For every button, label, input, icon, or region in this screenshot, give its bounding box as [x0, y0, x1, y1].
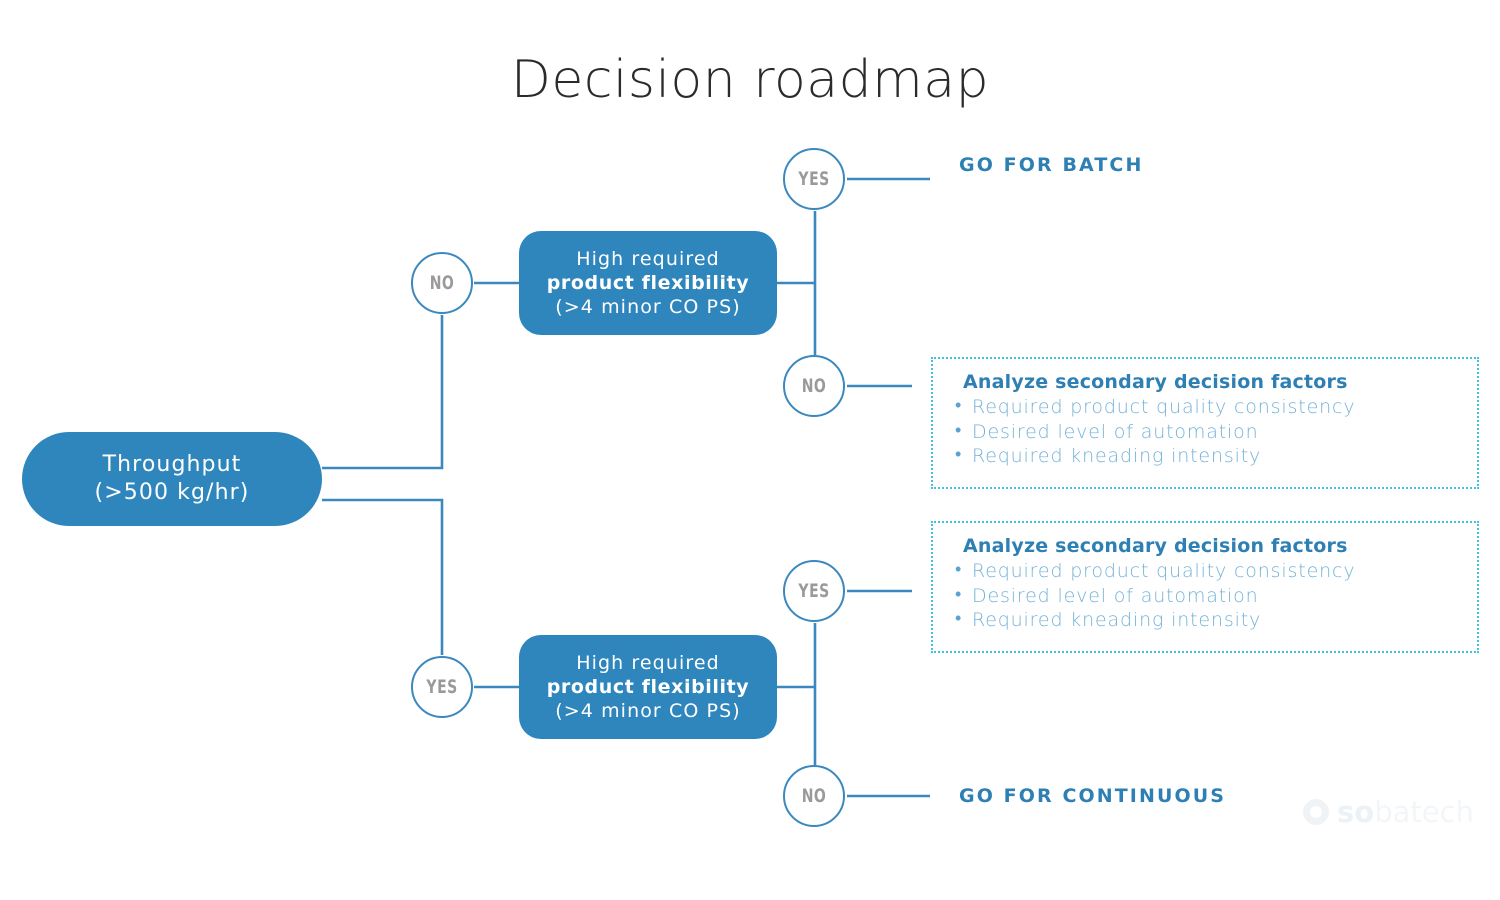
- outcome-go-for-batch: GO FOR BATCH: [959, 154, 1144, 176]
- factors-box-bottom-title: Analyze secondary decision factors: [963, 535, 1348, 557]
- list-item: Required product quality consistency: [955, 558, 1463, 584]
- decision-circle-root-no[interactable]: NO: [411, 252, 473, 314]
- decision-circle-branch2-yes-label: YES: [798, 580, 830, 602]
- edge-root-to-no: [322, 315, 444, 470]
- watermark-brand-part1: so: [1337, 795, 1375, 829]
- decision-circle-branch2-yes[interactable]: YES: [783, 560, 845, 622]
- list-item: Required product quality consistency: [955, 394, 1463, 420]
- factors-box-bottom: Analyze secondary decision factors Requi…: [931, 521, 1479, 653]
- watermark-logo: sobatech: [1303, 795, 1474, 829]
- decision-circle-branch1-no-label: NO: [801, 375, 827, 397]
- decision-circle-branch2-no-label: NO: [801, 785, 827, 807]
- ring-icon: [1303, 799, 1329, 825]
- watermark-brand-part2: batech: [1374, 795, 1474, 829]
- edge-root-to-yes: [322, 498, 444, 655]
- node-product-flexibility-top[interactable]: High required product flexibility (>4 mi…: [519, 231, 777, 335]
- node-throughput[interactable]: Throughput (>500 kg/hr): [22, 432, 322, 526]
- decision-circle-root-yes-label: YES: [426, 676, 458, 698]
- outcome-go-for-continuous: GO FOR CONTINUOUS: [959, 785, 1227, 807]
- decision-circle-branch2-no[interactable]: NO: [783, 765, 845, 827]
- node-throughput-line1: Throughput: [102, 451, 242, 477]
- page-title: Decision roadmap: [510, 50, 990, 110]
- decision-circle-branch1-no[interactable]: NO: [783, 355, 845, 417]
- node-flexibility-bottom-line3: (>4 minor CO PS): [555, 700, 741, 723]
- node-throughput-line2: (>500 kg/hr): [94, 480, 250, 505]
- list-item: Desired level of automation: [955, 583, 1463, 609]
- node-flexibility-top-line2: product flexibility: [546, 271, 750, 294]
- node-product-flexibility-bottom[interactable]: High required product flexibility (>4 mi…: [519, 635, 777, 739]
- factors-box-top-list: Required product quality consistency Des…: [955, 394, 1463, 469]
- decision-circle-branch1-yes-label: YES: [798, 168, 830, 190]
- decision-circle-root-yes[interactable]: YES: [411, 656, 473, 718]
- factors-box-bottom-list: Required product quality consistency Des…: [955, 558, 1463, 633]
- factors-box-top: Analyze secondary decision factors Requi…: [931, 357, 1479, 489]
- node-flexibility-bottom-line2: product flexibility: [546, 675, 750, 698]
- list-item: Required kneading intensity: [955, 443, 1463, 469]
- node-flexibility-bottom-line1: High required: [576, 651, 720, 674]
- list-item: Desired level of automation: [955, 419, 1463, 445]
- decision-circle-root-no-label: NO: [429, 272, 455, 294]
- factors-box-top-title: Analyze secondary decision factors: [963, 371, 1348, 393]
- watermark-brand-text: sobatech: [1337, 795, 1474, 829]
- list-item: Required kneading intensity: [955, 607, 1463, 633]
- node-flexibility-top-line1: High required: [576, 247, 720, 270]
- decision-circle-branch1-yes[interactable]: YES: [783, 148, 845, 210]
- node-flexibility-top-line3: (>4 minor CO PS): [555, 296, 741, 319]
